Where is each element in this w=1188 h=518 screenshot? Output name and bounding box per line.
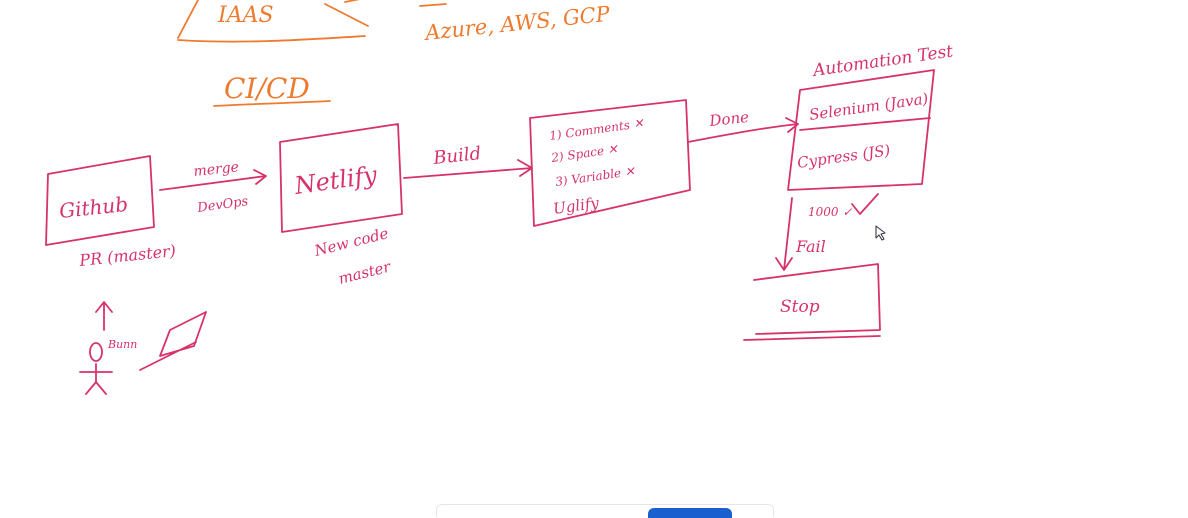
fail-arrow [775, 197, 793, 271]
bunn-label: Bunn [107, 338, 137, 351]
build-steps-box [529, 99, 691, 227]
mouse-cursor-icon [875, 225, 886, 241]
iaas-label: IAAS [217, 3, 274, 28]
stop-box [743, 263, 881, 341]
pr-master-label: PR (master) [77, 241, 176, 270]
step-comments-label: 1) Comments ✕ [548, 116, 645, 143]
done-connector: Done [687, 108, 799, 143]
merge-arrow [159, 169, 267, 191]
iaas-underline [177, 35, 366, 43]
master-label: master [337, 257, 394, 287]
clouds-label: Azure, AWS, GCP [422, 2, 612, 46]
step-space-label: 2) Space ✕ [549, 142, 619, 165]
fail-label: Fail [795, 237, 826, 256]
netlify-box [279, 123, 403, 233]
stop-label: Stop [780, 297, 820, 317]
uglify-label: Uglify [552, 194, 600, 218]
new-code-label: New code [312, 224, 391, 260]
stop-node: Stop [743, 263, 881, 341]
netlify-node: Netlify New code master [279, 123, 403, 288]
devops-label: DevOps [195, 194, 249, 216]
fail-connector: Fail [775, 197, 826, 271]
build-steps-node: 1) Comments ✕ 2) Space ✕ 3) Variable ✕ U… [529, 99, 691, 227]
bottom-toolbar-button[interactable] [648, 508, 732, 518]
selenium-label: Selenium (Java) [808, 89, 929, 124]
count-label: 1000 ✓ [808, 205, 852, 219]
automation-node: Automation Test Selenium (Java) Cypress … [787, 41, 955, 219]
automation-box [787, 69, 935, 191]
checkmark-icon [851, 193, 879, 215]
github-node: Github PR (master) [45, 155, 177, 270]
selenium-underline [799, 117, 931, 131]
build-label: Build [431, 143, 482, 169]
merge-label: merge [193, 159, 240, 180]
cicd-label: CI/CD [224, 72, 310, 105]
done-label: Done [708, 108, 750, 130]
laptop-icon [139, 311, 207, 371]
up-arrow-icon [95, 301, 113, 331]
done-arrow [687, 117, 799, 143]
netlify-label: Netlify [292, 161, 379, 200]
clouds-stroke [419, 3, 447, 7]
user-sketch: Bunn [79, 301, 207, 395]
github-label: Github [58, 192, 129, 223]
iaas-arrow-lines [324, 0, 369, 27]
merge-connector: merge DevOps [159, 159, 267, 216]
stick-figure-icon [79, 342, 113, 395]
cypress-label: Cypress (JS) [796, 141, 891, 172]
cicd-underline [213, 100, 331, 107]
github-box [45, 155, 155, 246]
orange-top-group: IAAS Azure, AWS, GCP CI/CD [177, 0, 612, 107]
build-connector: Build [403, 143, 533, 179]
step-variable-label: 3) Variable ✕ [554, 164, 636, 189]
iaas-left-slash [177, 0, 199, 39]
